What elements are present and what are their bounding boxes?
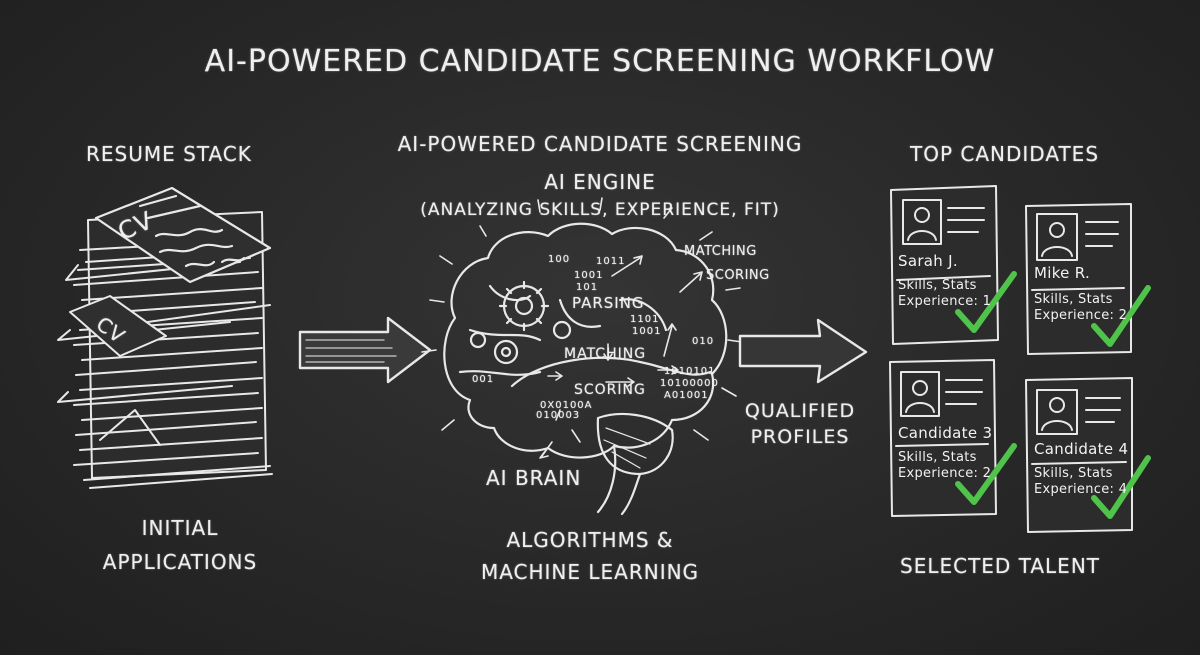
ai-brain-icon bbox=[443, 222, 728, 516]
candidate-3-skills: Skills, Stats bbox=[898, 450, 977, 465]
candidate-3-experience: Experience: 2 bbox=[898, 466, 992, 481]
bits-label-10: A01001 bbox=[664, 390, 709, 401]
candidate-card-2-frame bbox=[1025, 203, 1132, 355]
candidate-card-1-frame bbox=[890, 185, 999, 345]
scoring-outer-label: SCORING bbox=[706, 268, 770, 283]
top-resume-icon bbox=[94, 186, 272, 284]
bits-label-8: 1010101 bbox=[664, 366, 716, 377]
bits-label-2: 1011 bbox=[596, 256, 626, 267]
selected-talent-label: SELECTED TALENT bbox=[900, 554, 1100, 578]
candidate-4-experience: Experience: 4 bbox=[1034, 482, 1128, 497]
parsing-label: PARSING bbox=[572, 294, 645, 312]
screening-heading: AI-POWERED CANDIDATE SCREENING bbox=[397, 132, 803, 156]
qualified-label-line2: PROFILES bbox=[750, 426, 850, 448]
bits-label-3: 1001 bbox=[574, 270, 604, 281]
second-resume-icon bbox=[69, 295, 167, 357]
bits-label-4: 101 bbox=[576, 282, 599, 293]
brain-glow-rays bbox=[421, 197, 743, 441]
candidate-2-experience: Experience: 2 bbox=[1034, 308, 1128, 323]
ai-engine-subtitle: (ANALYZING SKILLS, EXPERIENCE, FIT) bbox=[420, 200, 780, 220]
candidate-card-3-frame bbox=[889, 359, 997, 517]
scoring-inner-label: SCORING bbox=[574, 382, 646, 398]
bits-label-7: 010 bbox=[692, 336, 715, 347]
check-icon-2 bbox=[1091, 285, 1151, 347]
arrow-to-candidates-icon bbox=[738, 318, 868, 384]
algorithms-label-line2: MACHINE LEARNING bbox=[480, 560, 700, 584]
initial-label-line1: INITIAL bbox=[141, 516, 219, 540]
candidate-4-skills: Skills, Stats bbox=[1034, 466, 1113, 481]
bits-label-13: 001 bbox=[472, 374, 495, 385]
bits-label-5: 1101 bbox=[630, 314, 660, 325]
matching-inner-label: MATCHING bbox=[564, 346, 647, 362]
check-icon-4 bbox=[1091, 455, 1151, 519]
bits-label-1: 100 bbox=[548, 254, 571, 265]
candidate-4-name: Candidate 4 bbox=[1034, 440, 1129, 458]
candidate-1-skills: Skills, Stats bbox=[898, 278, 977, 293]
qualified-label-line1: QUALIFIED bbox=[744, 400, 856, 422]
matching-outer-label: MATCHING bbox=[684, 244, 757, 259]
initial-label-line2: APPLICATIONS bbox=[102, 550, 258, 574]
bits-label-9: 10100000 bbox=[660, 378, 719, 389]
resume-stack-heading: RESUME STACK bbox=[86, 142, 252, 166]
candidate-1-name: Sarah J. bbox=[898, 252, 958, 270]
candidate-card-4-frame bbox=[1025, 377, 1133, 533]
bits-label-11: 0X0100A bbox=[540, 400, 593, 411]
check-icon-3 bbox=[955, 443, 1017, 505]
candidate-2-skills: Skills, Stats bbox=[1034, 292, 1113, 307]
bits-label-6: 1001 bbox=[632, 326, 662, 337]
candidate-1-experience: Experience: 1 bbox=[898, 294, 992, 309]
candidate-2-name: Mike R. bbox=[1034, 264, 1091, 282]
page-title: AI-POWERED CANDIDATE SCREENING WORKFLOW bbox=[204, 44, 996, 79]
check-icon-1 bbox=[955, 271, 1017, 333]
algorithms-label-line1: ALGORITHMS & bbox=[506, 528, 674, 552]
ai-engine-label: AI ENGINE bbox=[544, 170, 656, 194]
candidate-3-name: Candidate 3 bbox=[898, 424, 993, 442]
arrow-to-ai-icon bbox=[298, 316, 432, 384]
brain-flow-arrows bbox=[539, 255, 703, 459]
bits-label-12: 010003 bbox=[536, 410, 581, 421]
top-candidates-heading: TOP CANDIDATES bbox=[910, 142, 1100, 166]
ai-brain-caption: AI BRAIN bbox=[486, 466, 582, 490]
